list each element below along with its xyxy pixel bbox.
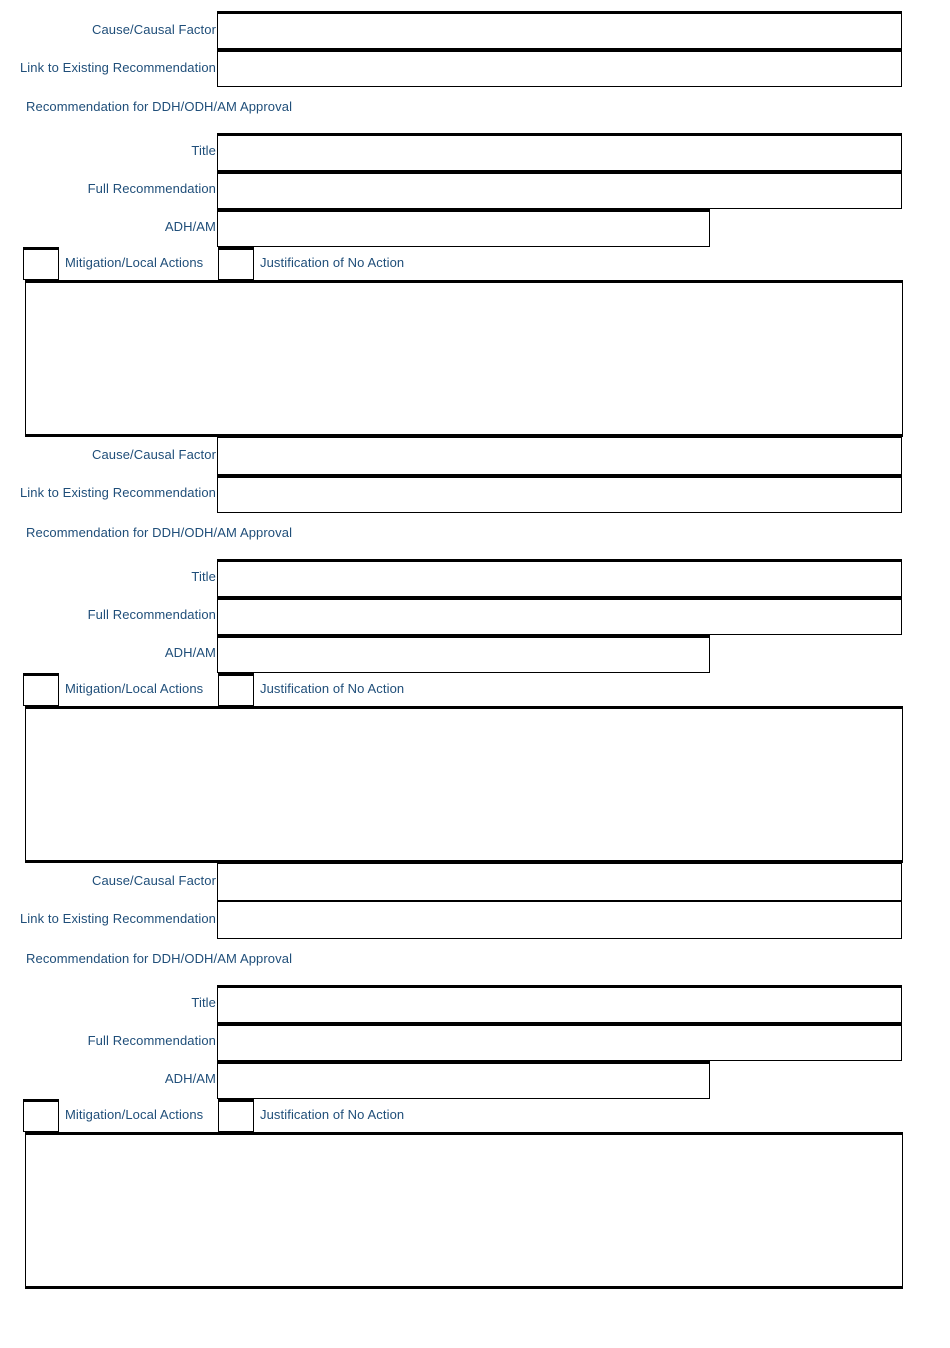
label-mitigation-local-actions: Mitigation/Local Actions	[65, 254, 204, 270]
textarea-details[interactable]	[25, 705, 903, 863]
recommendation-group-1: Cause/Causal Factor Link to Existing Rec…	[0, 0, 950, 437]
checkbox-justification-of-no-action[interactable]	[218, 672, 254, 706]
label-adh-am: ADH/AM	[164, 219, 216, 235]
spacer-after-heading	[0, 541, 950, 559]
field-row-link-to-existing-recommendation: Link to Existing Recommendation	[0, 900, 950, 939]
label-full-recommendation: Full Recommendation	[87, 1033, 216, 1049]
textarea-details[interactable]	[25, 1131, 903, 1289]
input-link-to-existing-recommendation[interactable]	[217, 900, 902, 939]
label-cause-causal-factor: Cause/Causal Factor	[91, 21, 216, 37]
label-justification-of-no-action: Justification of No Action	[260, 254, 405, 270]
spacer-after-heading	[0, 967, 950, 985]
checkbox-row-left-spacer	[0, 247, 23, 280]
checkbox-row-left-spacer	[0, 1099, 23, 1132]
label-justification-of-no-action: Justification of No Action	[260, 680, 405, 696]
input-cause-causal-factor[interactable]	[217, 862, 902, 901]
field-row-cause-causal-factor: Cause/Causal Factor	[0, 862, 950, 901]
input-cause-causal-factor[interactable]	[217, 11, 902, 49]
field-row-title: Title	[0, 132, 950, 171]
label-adh-am: ADH/AM	[164, 645, 216, 661]
field-row-adh-am: ADH/AM	[0, 634, 950, 673]
page-bottom-spacer	[0, 1289, 950, 1348]
input-title[interactable]	[217, 558, 902, 597]
input-adh-am[interactable]	[217, 634, 710, 673]
label-full-recommendation: Full Recommendation	[87, 181, 216, 197]
field-row-full-recommendation: Full Recommendation	[0, 596, 950, 635]
label-link-to-existing-recommendation: Link to Existing Recommendation	[19, 485, 216, 501]
checkbox-row-left-spacer	[0, 673, 23, 706]
label-title: Title	[191, 569, 216, 585]
input-title[interactable]	[217, 984, 902, 1023]
section-heading-recommendation-approval: Recommendation for DDH/ODH/AM Approval	[26, 99, 293, 114]
label-full-recommendation: Full Recommendation	[87, 607, 216, 623]
spacer-top	[0, 0, 950, 11]
label-link-to-existing-recommendation: Link to Existing Recommendation	[19, 911, 216, 927]
checkbox-row-actions: Mitigation/Local Actions Justification o…	[0, 246, 950, 280]
checkbox-justification-of-no-action[interactable]	[218, 1098, 254, 1132]
field-row-link-to-existing-recommendation: Link to Existing Recommendation	[0, 474, 950, 513]
field-row-cause-causal-factor: Cause/Causal Factor	[0, 11, 950, 49]
checkbox-row-actions: Mitigation/Local Actions Justification o…	[0, 1098, 950, 1132]
label-cause-causal-factor: Cause/Causal Factor	[91, 873, 216, 889]
checkbox-justification-of-no-action[interactable]	[218, 246, 254, 280]
input-title[interactable]	[217, 132, 902, 171]
label-mitigation-local-actions: Mitigation/Local Actions	[65, 680, 204, 696]
label-cause-causal-factor: Cause/Causal Factor	[91, 447, 216, 463]
textarea-left-spacer	[0, 1132, 25, 1289]
input-link-to-existing-recommendation[interactable]	[217, 474, 902, 513]
input-adh-am[interactable]	[217, 208, 710, 247]
input-link-to-existing-recommendation[interactable]	[217, 49, 902, 87]
checkbox-mitigation-local-actions[interactable]	[23, 246, 59, 280]
field-row-full-recommendation: Full Recommendation	[0, 1022, 950, 1061]
label-title: Title	[191, 995, 216, 1011]
label-mitigation-local-actions: Mitigation/Local Actions	[65, 1106, 204, 1122]
input-full-recommendation[interactable]	[217, 596, 902, 635]
section-heading-recommendation-approval: Recommendation for DDH/ODH/AM Approval	[26, 950, 293, 966]
input-full-recommendation[interactable]	[217, 1022, 902, 1061]
field-row-title: Title	[0, 984, 950, 1023]
field-row-adh-am: ADH/AM	[0, 208, 950, 247]
input-cause-causal-factor[interactable]	[217, 436, 902, 475]
input-full-recommendation[interactable]	[217, 170, 902, 209]
spacer-before-heading	[0, 513, 950, 526]
label-link-to-existing-recommendation: Link to Existing Recommendation	[19, 59, 216, 75]
textarea-left-spacer	[0, 280, 25, 437]
input-adh-am[interactable]	[217, 1060, 710, 1099]
label-adh-am: ADH/AM	[164, 1071, 216, 1087]
label-title: Title	[191, 143, 216, 159]
checkbox-mitigation-local-actions[interactable]	[23, 1098, 59, 1132]
recommendation-group-2: Cause/Causal Factor Link to Existing Rec…	[0, 436, 950, 863]
textarea-wrap-details	[0, 279, 950, 437]
field-row-cause-causal-factor: Cause/Causal Factor	[0, 436, 950, 475]
field-row-link-to-existing-recommendation: Link to Existing Recommendation	[0, 49, 950, 87]
textarea-wrap-details	[0, 705, 950, 863]
spacer-after-heading	[0, 115, 950, 133]
section-heading-recommendation-approval: Recommendation for DDH/ODH/AM Approval	[26, 524, 293, 540]
field-row-title: Title	[0, 558, 950, 597]
textarea-left-spacer	[0, 706, 25, 863]
field-row-full-recommendation: Full Recommendation	[0, 170, 950, 209]
field-row-adh-am: ADH/AM	[0, 1060, 950, 1099]
checkbox-row-actions: Mitigation/Local Actions Justification o…	[0, 672, 950, 706]
spacer-before-heading	[0, 939, 950, 952]
label-justification-of-no-action: Justification of No Action	[260, 1106, 405, 1122]
recommendation-group-3: Cause/Causal Factor Link to Existing Rec…	[0, 862, 950, 1289]
textarea-wrap-details	[0, 1131, 950, 1289]
checkbox-mitigation-local-actions[interactable]	[23, 672, 59, 706]
textarea-details[interactable]	[25, 279, 903, 437]
